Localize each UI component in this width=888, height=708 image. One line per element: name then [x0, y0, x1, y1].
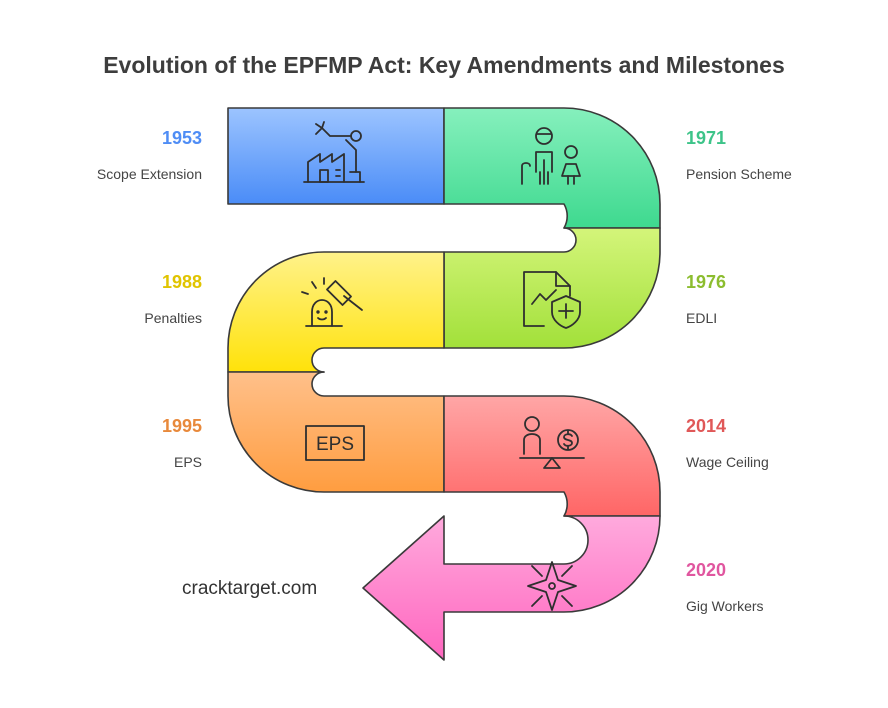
label-1971: Pension Scheme — [686, 166, 792, 182]
year-2020: 2020 — [686, 560, 727, 580]
segment-2014 — [443, 395, 661, 517]
year-1995: 1995 — [161, 416, 202, 436]
year-1971: 1971 — [686, 128, 727, 148]
label-1953: Scope Extension — [96, 166, 202, 182]
elderly-person-child-icon — [521, 127, 581, 185]
label-1995: EPS — [173, 454, 202, 470]
factory-robot-arm-icon — [303, 121, 365, 183]
year-2014: 2014 — [686, 416, 727, 436]
eps-sign-text: EPS — [316, 434, 354, 455]
segment-1953 — [227, 107, 445, 205]
eps-sign-icon — [305, 425, 365, 461]
label-1976: EDLI — [686, 310, 718, 326]
watermark-text: cracktarget.com — [182, 578, 318, 599]
gavel-icon — [301, 277, 363, 327]
person-scale-dollar-icon — [519, 416, 585, 469]
segment-1988 — [227, 251, 445, 373]
year-1988: 1988 — [161, 272, 202, 292]
segment-2020-arrow — [362, 515, 661, 661]
compass-star-icon — [527, 561, 577, 611]
page-title: Evolution of the EPFMP Act: Key Amendmen… — [103, 52, 785, 78]
label-2020: Gig Workers — [686, 598, 764, 614]
document-shield-icon — [523, 271, 581, 329]
year-1953: 1953 — [161, 128, 202, 148]
label-1988: Penalties — [144, 310, 202, 326]
segment-1976 — [443, 227, 661, 349]
label-2014: Wage Ceiling — [686, 454, 769, 470]
year-1976: 1976 — [686, 272, 727, 292]
segment-1995 — [227, 371, 445, 493]
